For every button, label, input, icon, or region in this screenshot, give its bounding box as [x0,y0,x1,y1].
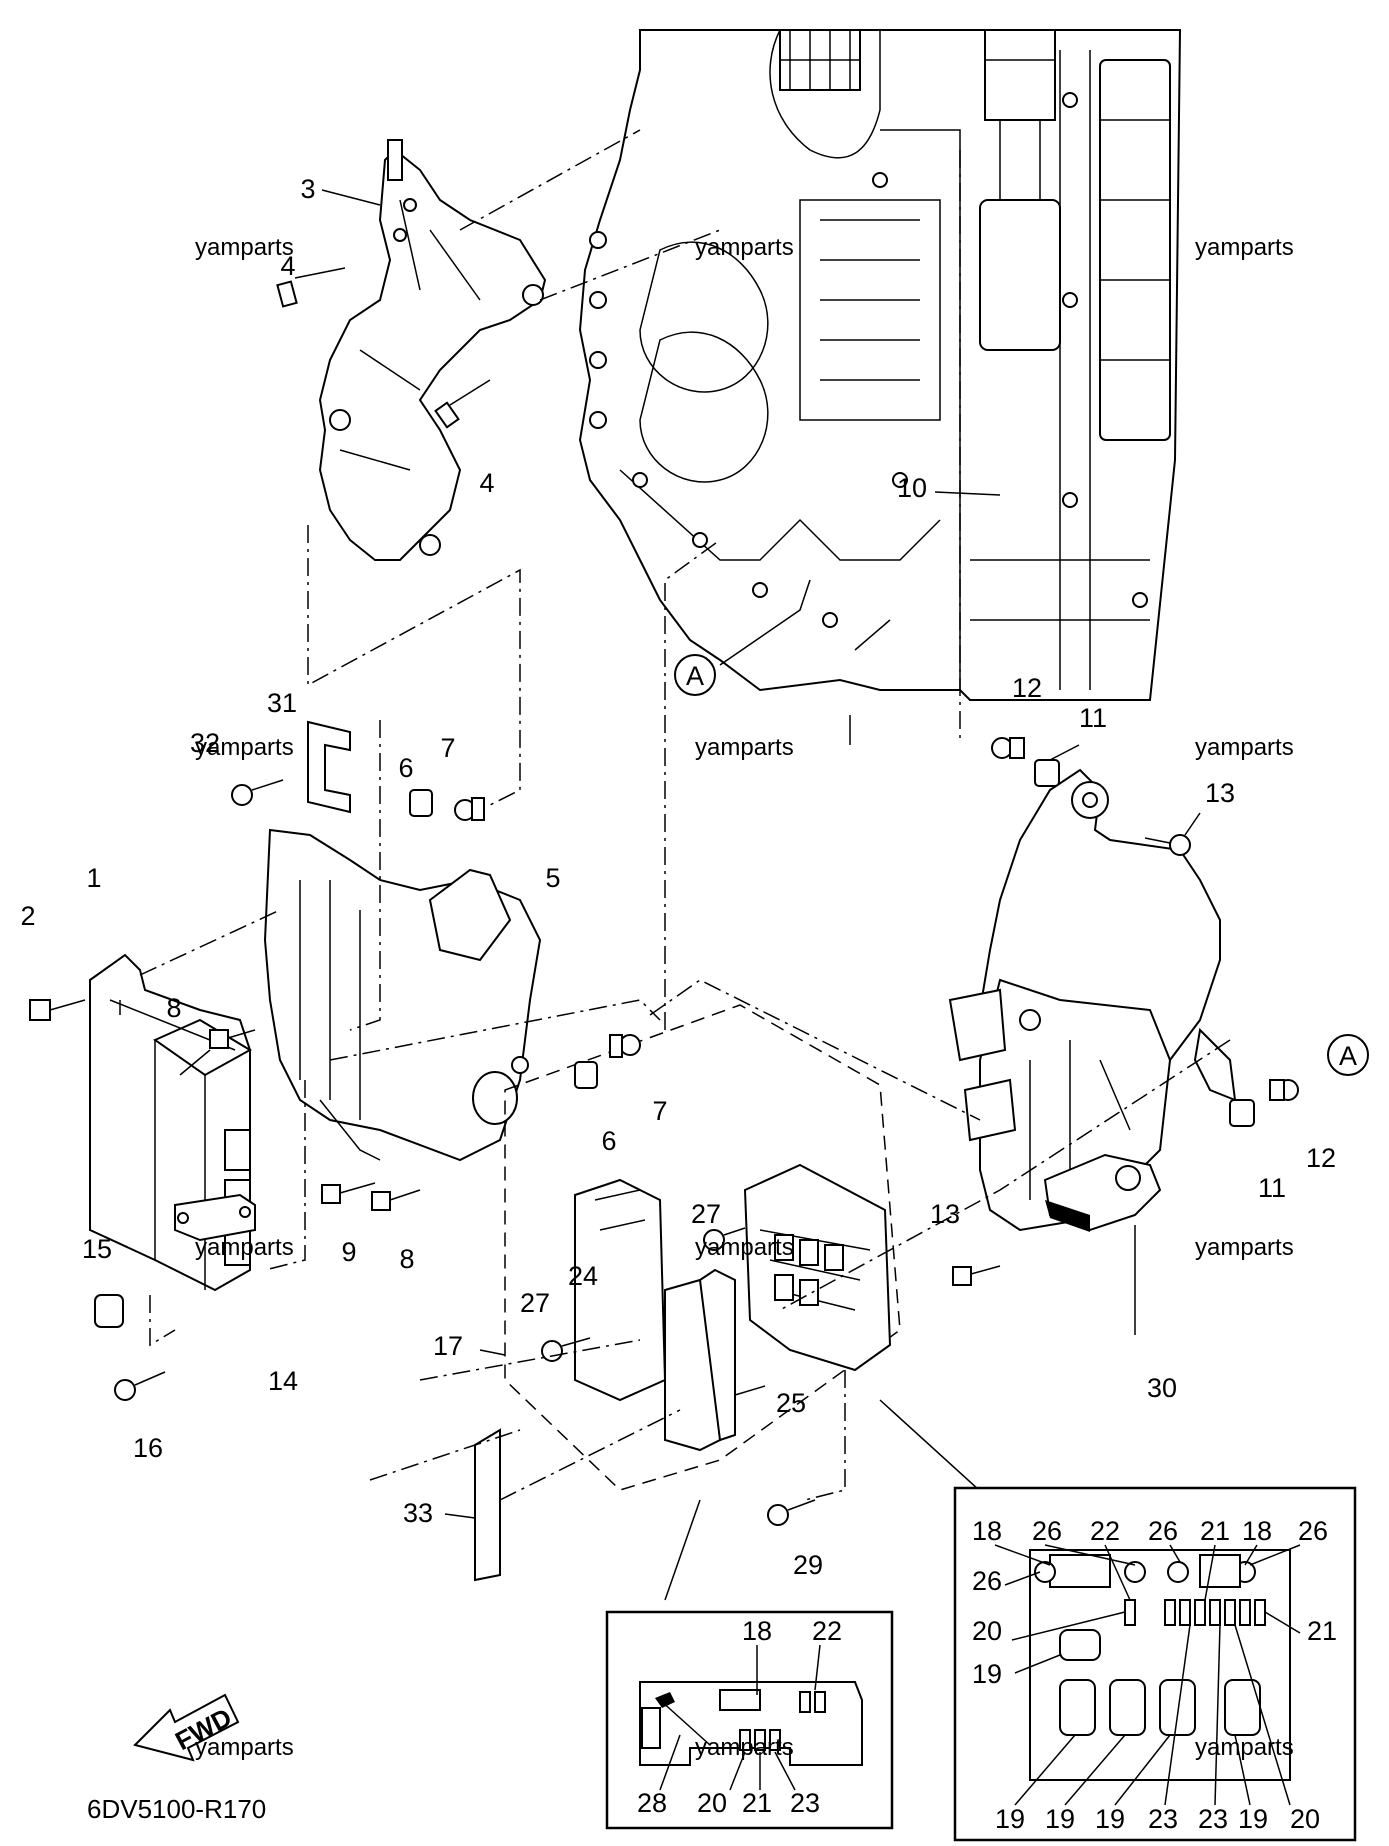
watermarks: yamparts yamparts yamparts yamparts yamp… [195,234,1294,1761]
watermark: yamparts [195,734,294,761]
watermark: yamparts [195,1234,294,1261]
callout: 24 [568,1261,598,1291]
watermark: yamparts [1195,1734,1294,1761]
engine-bolts [589,92,1148,628]
callout: 20 [1290,1804,1320,1834]
drawing-code: 6DV5100-R170 [87,1794,266,1824]
callout: 33 [403,1498,433,1528]
callout: 23 [790,1788,820,1818]
callout: 19 [1095,1804,1125,1834]
callout: 21 [742,1788,772,1818]
assembly-lines [119,129,1231,1601]
callout: 23 [1148,1804,1178,1834]
inset-left [605,1610,894,1830]
callout: 13 [1205,778,1235,808]
bracket-3 [318,139,547,561]
svg-text:A: A [686,661,704,691]
callout: 9 [341,1237,356,1267]
callout: 26 [1298,1516,1328,1546]
callout: 5 [545,863,560,893]
watermark: yamparts [695,234,794,261]
callout: 18 [972,1516,1002,1546]
ref-mark-a-upper: A [674,654,716,696]
callout: 6 [398,753,413,783]
callout: 21 [1200,1516,1230,1546]
callout: 22 [1090,1516,1120,1546]
callout: 27 [691,1199,721,1229]
callout: 20 [697,1788,727,1818]
callout: 8 [166,993,181,1023]
inset-right-callouts: 18 26 22 26 21 18 26 26 20 19 21 19 19 1… [972,1516,1337,1834]
watermark: yamparts [1195,234,1294,261]
callout: 26 [1032,1516,1062,1546]
watermark: yamparts [695,1734,794,1761]
callout: 19 [1045,1804,1075,1834]
callout: 15 [82,1234,112,1264]
watermark: yamparts [695,734,794,761]
callout: 26 [972,1566,1002,1596]
callout: 11 [1258,1173,1286,1203]
callout: 4 [479,468,494,498]
callout: 21 [1307,1616,1337,1646]
callout: 28 [637,1788,667,1818]
callout: 25 [776,1388,806,1418]
fuse-assembly-17 [504,1004,901,1491]
watermark: yamparts [695,1234,794,1261]
callout: 19 [1238,1804,1268,1834]
callout: 19 [972,1659,1002,1689]
callout: 32 [190,728,220,758]
callout: 18 [742,1616,772,1646]
callout: 19 [995,1804,1025,1834]
watermark: yamparts [195,1734,294,1761]
callout: 31 [267,688,297,718]
callout: 8 [399,1244,414,1274]
callout: 13 [930,1199,960,1229]
callout: 17 [433,1331,463,1361]
callout: 12 [1306,1143,1336,1173]
callout: 16 [133,1433,163,1463]
callout: 22 [812,1616,842,1646]
callout: 7 [652,1096,667,1126]
callout: 4 [280,251,295,281]
callout: 1 [86,863,101,893]
callout: 29 [793,1550,823,1580]
callout: 18 [1242,1516,1272,1546]
inset-left-callouts: 18 22 28 20 21 23 [637,1616,842,1818]
callout: 27 [520,1288,550,1318]
callout: 2 [20,901,35,931]
label-33 [474,1428,501,1582]
clip-31 [307,720,351,814]
bracket-plate-5 [263,828,542,1162]
callout: 3 [300,174,315,204]
callout: 23 [1198,1804,1228,1834]
callout: 7 [440,733,455,763]
watermark: yamparts [195,234,294,261]
bracket-14 [174,1193,256,1242]
callout: 6 [601,1126,616,1156]
callout: 20 [972,1616,1002,1646]
svg-text:A: A [1339,1041,1357,1071]
watermark: yamparts [1195,734,1294,761]
callout: 12 [1012,673,1042,703]
callout: 10 [897,473,927,503]
inset-right [953,1486,1357,1842]
callout: 14 [268,1366,298,1396]
callout: 11 [1079,703,1107,733]
watermark: yamparts [1195,1234,1294,1261]
ref-mark-a-lower: A [1327,1034,1369,1076]
callout: 30 [1147,1373,1177,1403]
fasteners [29,267,1299,1526]
callout: 26 [1148,1516,1178,1546]
part-30 [1043,1153,1162,1232]
callouts: 3 4 4 31 32 7 6 5 1 2 8 7 6 9 8 15 14 16… [20,174,1336,1580]
engine-block [578,29,1182,701]
